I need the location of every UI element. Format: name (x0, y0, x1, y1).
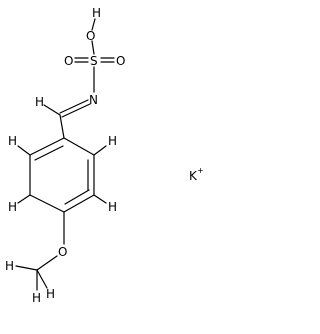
bond-ring-h-top-right (93, 145, 107, 156)
ring-bond-5 (29, 194, 65, 213)
atom-methine-h: H (35, 95, 44, 109)
bond-c-h-methine (43, 104, 61, 116)
bond-ring-h-top-left (17, 145, 31, 156)
atom-methyl-h-left: H (5, 259, 14, 273)
ring-bond-2 (63, 137, 95, 156)
counterion-symbol: K (189, 169, 198, 183)
atom-ring-h-top-right: H (108, 134, 117, 148)
atom-labels: H O O S O N H H H H H O H H H (5, 6, 125, 305)
bond-oh (91, 18, 96, 31)
counterion-charge: + (197, 166, 204, 175)
atom-ring-h-bottom-left: H (8, 200, 17, 214)
bond-c-ipso (59, 114, 65, 139)
bond-n-c-a (59, 99, 89, 114)
bond-o-s (91, 40, 95, 55)
structure-canvas: H O O S O N H H H H H O H H H K + (5, 6, 204, 305)
atom-oxo-o-right: O (116, 54, 125, 68)
bond-o-methyl (36, 255, 58, 271)
counterion: K + (189, 166, 204, 183)
atom-sulfur: S (90, 54, 98, 68)
atom-methyl-h-right: H (46, 287, 55, 301)
ring-bond-1 (29, 137, 65, 156)
ring-bond-1-inner (34, 145, 64, 161)
bond-ring-h-bottom-left (17, 194, 31, 204)
bond-methyl-h-right (36, 269, 48, 289)
bond-n-c-b (61, 103, 91, 118)
atom-ether-o: O (58, 245, 67, 259)
bond-ring-h-bottom-right (93, 194, 107, 204)
atom-nitrogen: N (89, 93, 98, 107)
atom-hydroxyl-o: O (86, 29, 95, 43)
atom-ring-h-bottom-right: H (108, 200, 117, 214)
bond-methyl-h-left (15, 265, 38, 271)
ring-bond-6 (63, 194, 95, 213)
atom-ring-h-top-left: H (8, 134, 17, 148)
atom-methyl-h-center: H (32, 291, 41, 305)
molecule-drawing: H O O S O N H H H H H O H H H K + (5, 6, 204, 305)
atom-hydroxyl-h: H (92, 6, 101, 20)
ring-bond-6-inner (64, 189, 90, 205)
bonds (15, 18, 115, 291)
atom-oxo-o-left: O (64, 54, 73, 68)
